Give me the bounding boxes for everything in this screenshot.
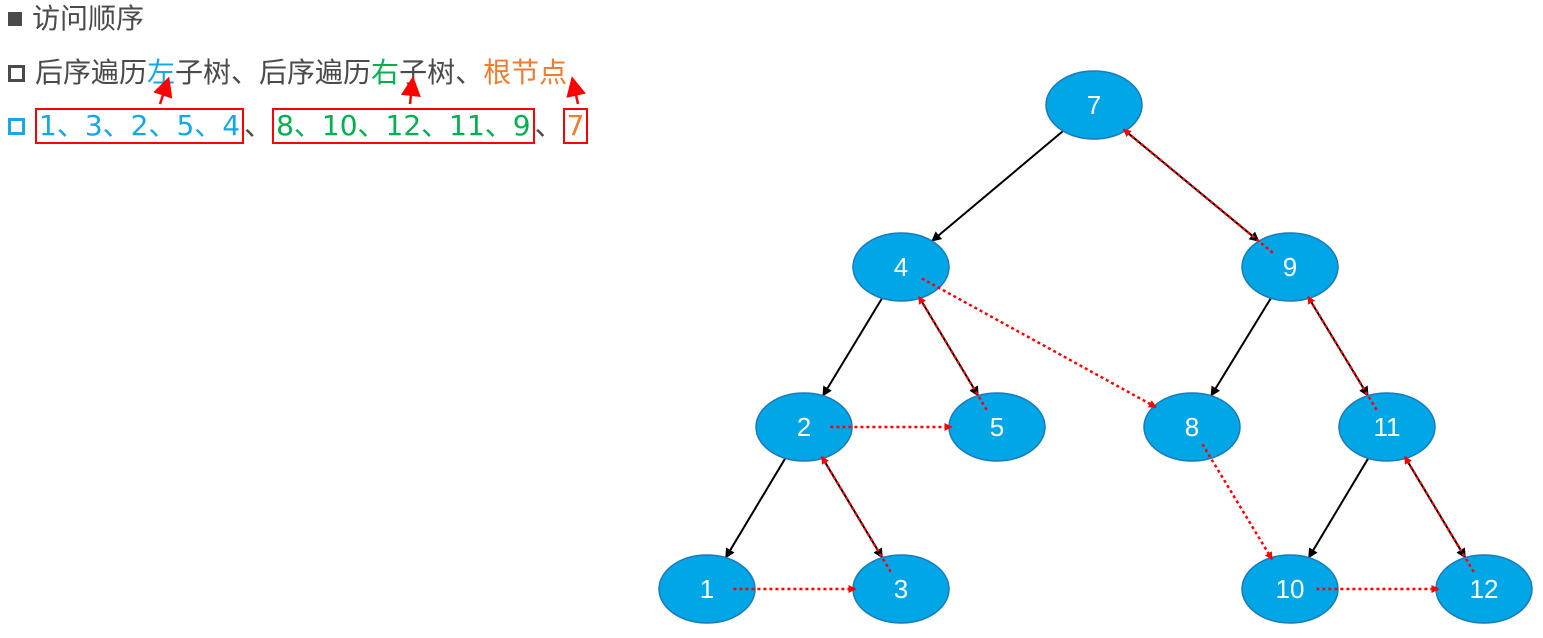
tree-edge-n2-n1 <box>724 457 787 559</box>
traversal-path <box>733 128 1475 593</box>
tree-node-shape <box>755 392 853 462</box>
tree-node-2: 2 <box>755 392 853 462</box>
tree-node-label: 2 <box>797 412 811 442</box>
tree-edge-n11-n10 <box>1307 457 1370 559</box>
tree-node-label: 10 <box>1276 574 1305 604</box>
root-sequence: 7 <box>562 108 589 144</box>
tree-node-shape <box>852 232 950 302</box>
tree-node-label: 8 <box>1185 412 1199 442</box>
traversal-arrow-n11-n9 <box>1306 295 1378 411</box>
tree-node-label: 3 <box>894 574 908 604</box>
tree-node-7: 7 <box>1045 70 1143 140</box>
tree-node-label: 4 <box>894 252 908 282</box>
tree-node-label: 1 <box>700 574 714 604</box>
tree-node-4: 4 <box>852 232 950 302</box>
tree-node-shape <box>1338 392 1436 462</box>
tree-node-label: 9 <box>1283 252 1297 282</box>
tree-node-8: 8 <box>1143 392 1241 462</box>
hollow-square-bullet-icon <box>8 64 25 82</box>
traversal-arrow-n9-n7 <box>1122 128 1274 254</box>
tree-node-10: 10 <box>1241 554 1339 624</box>
tree-node-label: 11 <box>1374 412 1401 442</box>
rule-part2: 子树、后序遍历 <box>175 56 372 89</box>
square-bullet-icon <box>8 12 22 26</box>
tree-node-1: 1 <box>658 554 756 624</box>
tree-node-9: 9 <box>1241 232 1339 302</box>
sequence-line: 1、3、2、5、4 、 8、10、12、11、9 、 7 <box>8 108 589 144</box>
tree-node-shape <box>1045 70 1143 140</box>
traversal-arrow-n3-n2 <box>820 455 892 573</box>
traversal-arrow-n5-n4 <box>917 295 988 411</box>
separator: 、 <box>244 109 273 142</box>
tree-node-11: 11 <box>1338 392 1436 462</box>
hollow-square-bullet-icon <box>8 117 25 135</box>
rule-right-word: 右 <box>371 56 400 89</box>
tree-node-5: 5 <box>948 392 1046 462</box>
tree-node-shape <box>1241 554 1339 624</box>
tree-node-3: 3 <box>852 554 950 624</box>
rule-root-word: 根节点 <box>483 56 568 89</box>
tree-node-shape <box>1241 232 1339 302</box>
right-subtree-sequence: 8、10、12、11、9 <box>272 108 535 144</box>
tree-edges <box>724 130 1467 559</box>
tree-edge-n9-n8 <box>1210 297 1272 397</box>
tree-edge-n4-n2 <box>822 297 883 397</box>
rule-line: 后序遍历 左 子树、后序遍历 右 子树、 根节点 <box>8 56 567 90</box>
tree-node-12: 12 <box>1435 554 1533 624</box>
tree-node-label: 7 <box>1087 90 1101 120</box>
traversal-arrow-n12-n11 <box>1403 455 1475 573</box>
separator: 、 <box>534 109 563 142</box>
traversal-arrow-n4-n8 <box>921 277 1157 409</box>
heading-title: 访问顺序 <box>32 2 145 35</box>
traversal-arrow-n8-n10 <box>1201 443 1274 561</box>
rule-part1: 后序遍历 <box>35 56 148 89</box>
tree-node-shape <box>658 554 756 624</box>
tree-node-label: 5 <box>990 412 1004 442</box>
tree-node-label: 12 <box>1470 574 1499 604</box>
heading-line: 访问顺序 <box>8 2 144 36</box>
left-subtree-sequence: 1、3、2、5、4 <box>35 108 245 144</box>
tree-node-shape <box>1143 392 1241 462</box>
tree-edge-n7-n4 <box>931 130 1064 242</box>
